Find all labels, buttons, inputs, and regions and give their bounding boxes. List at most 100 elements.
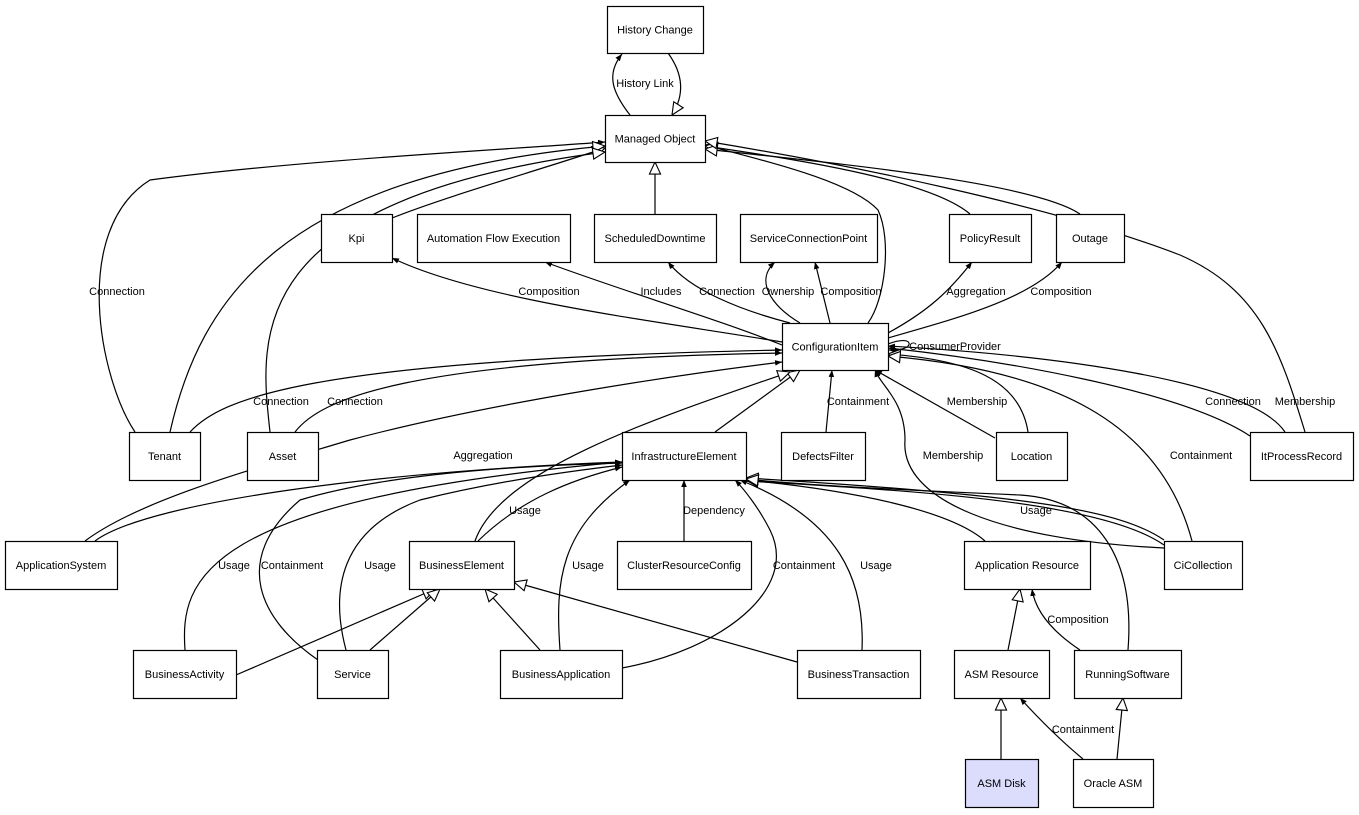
node-asset[interactable]: Asset [246, 431, 320, 482]
node-tenant[interactable]: Tenant [128, 431, 202, 482]
association-arrow [544, 261, 783, 346]
edge-running-software-to-application-resource: Composition [1030, 588, 1109, 651]
node-ci-collection[interactable]: CiCollection [1163, 540, 1244, 591]
edge-label: Aggregation [946, 286, 1005, 298]
node-box [128, 431, 202, 482]
node-business-application[interactable]: BusinessApplication [499, 649, 624, 700]
association-arrow [294, 350, 783, 433]
node-box [964, 758, 1040, 809]
node-kpi[interactable]: Kpi [320, 213, 394, 264]
node-defects-filter[interactable]: DefectsFilter [780, 431, 867, 482]
edge-asset-to-configuration-item: Connection [294, 350, 783, 433]
node-label: History Change [617, 25, 693, 37]
node-policy-result[interactable]: PolicyResult [948, 213, 1033, 264]
generalization-arrow [1117, 698, 1123, 760]
node-box [316, 649, 390, 700]
edge-it-process-record-to-configuration-item: Membership [887, 343, 1336, 433]
edge-policy-result-to-managed-object [705, 146, 971, 215]
association-arrow [813, 261, 831, 324]
node-location[interactable]: Location [995, 431, 1069, 482]
edge-service-to-business-element [369, 589, 440, 651]
edge-service-to-infrastructure-element: Containment [258, 460, 623, 661]
association-arrow [745, 478, 1165, 546]
edge-label: Composition [1030, 286, 1091, 298]
node-label: Application Resource [975, 560, 1079, 572]
association-arrow [189, 347, 783, 433]
edge-label: Usage [860, 560, 892, 572]
edge-label: Membership [1275, 396, 1336, 408]
node-box [320, 213, 394, 264]
generalization-arrow [746, 480, 986, 542]
node-application-resource[interactable]: Application Resource [963, 540, 1092, 591]
association-arrow [765, 261, 801, 324]
node-application-system[interactable]: ApplicationSystem [4, 540, 119, 591]
node-business-element[interactable]: BusinessElement [408, 540, 516, 591]
node-box [1055, 213, 1126, 264]
node-service-connection-point[interactable]: ServiceConnectionPoint [739, 213, 879, 264]
edge-defects-filter-to-configuration-item: Containment [825, 369, 889, 433]
edge-label: Usage [364, 560, 396, 572]
node-running-software[interactable]: RunningSoftware [1073, 649, 1183, 700]
node-it-process-record[interactable]: ItProcessRecord [1249, 431, 1355, 482]
edge-configuration-item-to-automation-flow-execution: Includes [544, 261, 783, 346]
association-arrow [887, 261, 973, 334]
node-box [1249, 431, 1355, 482]
edge-history-change-to-managed-object [667, 52, 681, 115]
node-scheduled-downtime[interactable]: ScheduledDowntime [593, 213, 718, 264]
association-arrow [183, 459, 623, 651]
node-asm-disk[interactable]: ASM Disk [964, 758, 1040, 809]
node-box [953, 649, 1051, 700]
edge-configuration-item-to-kpi: Composition [391, 257, 783, 343]
node-label: ItProcessRecord [1261, 451, 1342, 463]
node-box [408, 540, 516, 591]
node-label: Oracle ASM [1084, 778, 1143, 790]
node-outage[interactable]: Outage [1055, 213, 1126, 264]
edge-label: Ownership [762, 286, 815, 298]
node-box [616, 540, 753, 591]
association-arrow [1030, 588, 1081, 651]
edge-business-element-to-configuration-item [474, 372, 790, 542]
edge-business-activity-to-business-element [235, 589, 435, 676]
association-arrow [477, 465, 623, 542]
edge-label: Usage [218, 560, 250, 572]
edge-cluster-resource-config-to-infrastructure-element: Dependency [681, 480, 745, 541]
node-infrastructure-element[interactable]: InfrastructureElement [621, 431, 748, 482]
edge-label: Connection [327, 396, 383, 408]
edge-asm-resource-to-application-resource [1007, 589, 1020, 651]
node-automation-flow-execution[interactable]: Automation Flow Execution [416, 213, 572, 264]
association-arrow [874, 369, 1165, 549]
edge-label: Includes [641, 286, 682, 298]
node-managed-object[interactable]: Managed Object [604, 114, 707, 164]
node-service[interactable]: Service [316, 649, 390, 700]
edge-label: Containment [1052, 724, 1114, 736]
node-box [1072, 758, 1155, 809]
edge-infrastructure-element-to-configuration-item [714, 370, 800, 433]
generalization-arrow [746, 479, 1130, 651]
node-box [593, 213, 718, 264]
edge-running-software-to-infrastructure-element [746, 479, 1130, 651]
node-business-activity[interactable]: BusinessActivity [132, 649, 238, 700]
edge-label: Composition [518, 286, 579, 298]
edge-label: Usage [509, 505, 541, 517]
node-asm-resource[interactable]: ASM Resource [953, 649, 1051, 700]
node-label: BusinessTransaction [808, 669, 910, 681]
generalization-arrow [705, 145, 887, 324]
edge-configuration-item-to-outage: Composition [887, 261, 1092, 339]
edge-configuration-item-to-managed-object [705, 145, 887, 324]
node-history-change[interactable]: History Change [606, 5, 705, 55]
node-box [995, 431, 1069, 482]
edge-configuration-item-to-service-connection-point: Composition [813, 261, 882, 324]
node-configuration-item[interactable]: ConfigurationItem [781, 322, 890, 372]
edge-label: Composition [820, 286, 881, 298]
edge-label: Containment [261, 560, 323, 572]
edge-label: Connection [253, 396, 309, 408]
association-arrow [1019, 697, 1084, 760]
edge-ci-collection-to-configuration-item: Membership [874, 369, 1165, 549]
node-oracle-asm[interactable]: Oracle ASM [1072, 758, 1155, 809]
node-box [1073, 649, 1183, 700]
generalization-arrow [485, 589, 541, 651]
node-business-transaction[interactable]: BusinessTransaction [796, 649, 922, 700]
node-cluster-resource-config[interactable]: ClusterResourceConfig [616, 540, 753, 591]
